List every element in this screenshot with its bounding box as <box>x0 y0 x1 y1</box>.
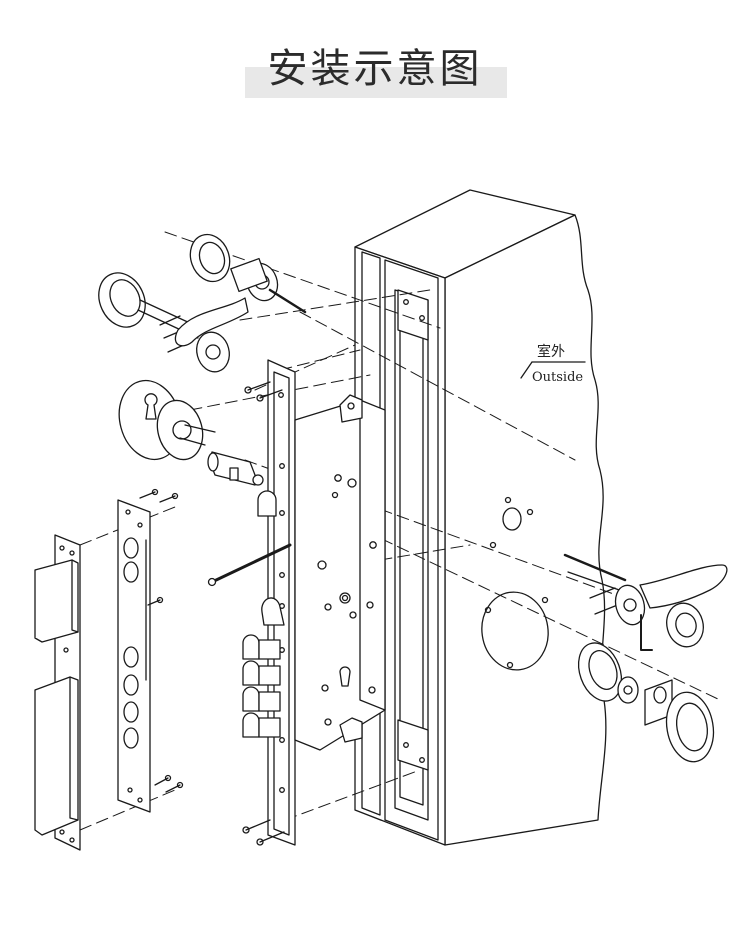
frame-strike-box <box>34 534 81 851</box>
door-panel <box>354 189 607 846</box>
strike-plate <box>117 488 184 813</box>
mortise-lock-body <box>267 359 386 846</box>
outer-handle-set <box>563 553 728 763</box>
inner-handle-set <box>98 233 307 373</box>
faceplate-screws <box>207 381 292 846</box>
latch-bolts <box>242 490 285 738</box>
inner-cylinder-escutcheon <box>118 379 264 486</box>
page-header: 安装示意图 <box>0 0 750 110</box>
outside-label-cn: 室外 <box>537 343 565 360</box>
page-title: 安装示意图 <box>267 46 483 92</box>
outside-label: 室外 Outside <box>520 343 586 385</box>
outside-label-en: Outside <box>532 370 583 385</box>
title-underline-bar <box>245 67 507 98</box>
